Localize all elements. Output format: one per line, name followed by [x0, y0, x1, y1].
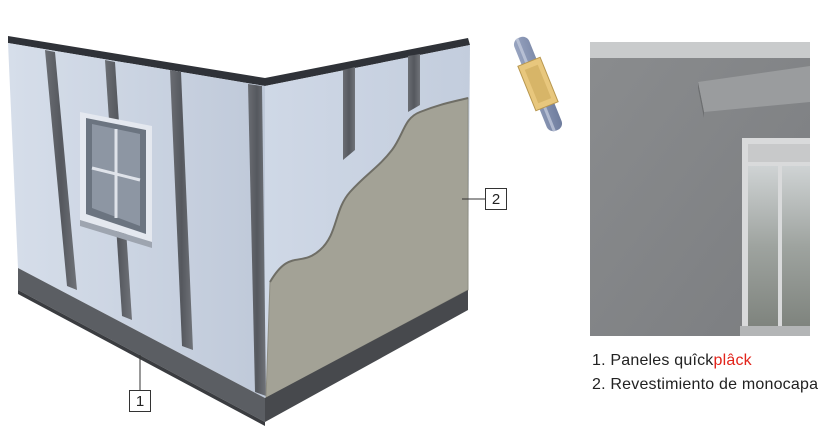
window [80, 112, 152, 248]
legend-item-1-text: 1. Paneles quîck [592, 352, 714, 369]
legend-item-1: 1. Paneles quîckplâck [592, 352, 752, 370]
facade-photo [590, 42, 810, 336]
right-wall-top-edge [265, 38, 470, 86]
legend-item-2: 2. Revestimiento de monocapa [592, 376, 819, 393]
left-wall-top-edge [8, 36, 265, 86]
base-plinth-right [265, 290, 468, 422]
brand-suffix: plâck [713, 352, 752, 369]
wall-diagram [8, 36, 563, 426]
callout-1: 1 [129, 390, 151, 412]
base-plinth-left [18, 268, 265, 422]
right-wall-studs [343, 54, 420, 160]
anchor-fixing-icon [513, 36, 563, 132]
callout-2: 2 [485, 188, 507, 210]
